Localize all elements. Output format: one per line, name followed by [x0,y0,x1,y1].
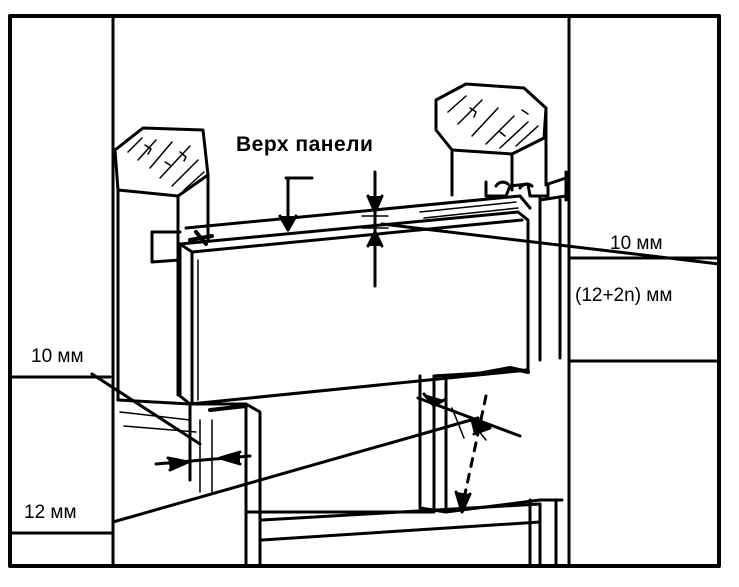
right-post [434,82,548,197]
label-top-of-panel: Верх панели [236,133,374,156]
left-frame-column [8,14,115,568]
label-joint-bottom: 12 мм [24,502,77,523]
label-gap-left: 10 мм [31,346,84,367]
outer-frame [8,14,721,568]
label-gap-right: 10 мм [610,233,663,254]
lower-wall [116,366,564,568]
top-rail [150,194,532,264]
right-clamp [484,170,568,362]
label-gap-formula: (12+2n) мм [575,285,673,306]
right-frame-column [567,14,721,568]
dimension-lines [90,170,721,524]
left-post [113,126,210,402]
